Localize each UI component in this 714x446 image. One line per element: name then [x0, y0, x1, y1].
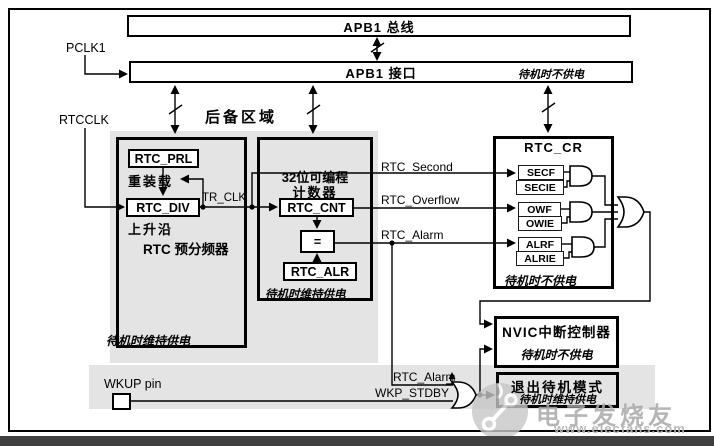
comparator-box: =: [300, 230, 335, 253]
apb1-interface-standby-note: 待机时不供电: [518, 69, 584, 81]
apb1-interface-label: APB1 接口: [345, 65, 417, 81]
rtc-prl-box: RTC_PRL: [128, 149, 199, 168]
reload-label: 重装载: [128, 174, 174, 189]
diagram-frame: [8, 8, 711, 432]
wkp-stdby-label: WKP_STDBY: [375, 386, 450, 400]
backup-domain-label: 后备区域: [205, 109, 278, 126]
bottom-strip: [0, 436, 714, 446]
prescaler-title: RTC 预分频器: [143, 242, 229, 257]
apb1-bus-bar: APB1 总线: [127, 15, 631, 37]
wkup-pin-label: WKUP pin: [104, 377, 162, 391]
alrie-flag-box: ALRIE: [516, 251, 564, 266]
counter-title-line2: 计数器: [292, 185, 338, 200]
elecfans-url-watermark: www.elecfans.com: [554, 421, 686, 436]
secf-flag-box: SECF: [518, 165, 564, 180]
rtc-alarm-wakeup-label: RTC_Alarm: [393, 370, 456, 384]
rtc-prescaler-block: [116, 137, 247, 348]
counter-standby-note: 待机时维持供电: [265, 289, 346, 301]
owf-flag-box: OWF: [518, 202, 561, 217]
secie-flag-box: SECIE: [516, 180, 564, 195]
tr-clk-label: TR_CLK: [202, 192, 247, 204]
apb1-interface-bar: APB1 接口: [129, 61, 633, 83]
apb1-bus-label: APB1 总线: [343, 19, 415, 35]
rtc-div-box: RTC_DIV: [126, 198, 200, 217]
alrf-flag-box: ALRF: [518, 237, 562, 252]
nvic-standby-note: 待机时不供电: [520, 348, 593, 362]
pclk1-label: PCLK1: [66, 41, 106, 55]
exit-standby-note: 待机时维持供电: [519, 394, 596, 406]
rtc-cnt-box: RTC_CNT: [279, 198, 354, 217]
rtc-second-label: RTC_Second: [381, 160, 453, 174]
rtc-overflow-label: RTC_Overflow: [381, 193, 460, 207]
rtcclk-label: RTCCLK: [59, 113, 109, 127]
prescaler-standby-note: 待机时维持供电: [106, 334, 191, 348]
nvic-title: NVIC中断控制器: [502, 325, 611, 340]
rtc-cr-title: RTC_CR: [524, 140, 583, 155]
rising-edge-label: 上升沿: [128, 222, 174, 237]
owie-flag-box: OWIE: [518, 216, 562, 231]
rtc-alarm-label: RTC_Alarm: [381, 228, 444, 242]
rtc-alr-box: RTC_ALR: [283, 262, 357, 281]
exit-standby-title: 退出待机模式: [511, 380, 604, 395]
counter-title-line1: 32位可编程: [281, 170, 349, 185]
rtc-cr-standby-note: 待机时不供电: [504, 274, 577, 288]
elecfans-brand-watermark: 电子发烧友: [536, 403, 676, 430]
